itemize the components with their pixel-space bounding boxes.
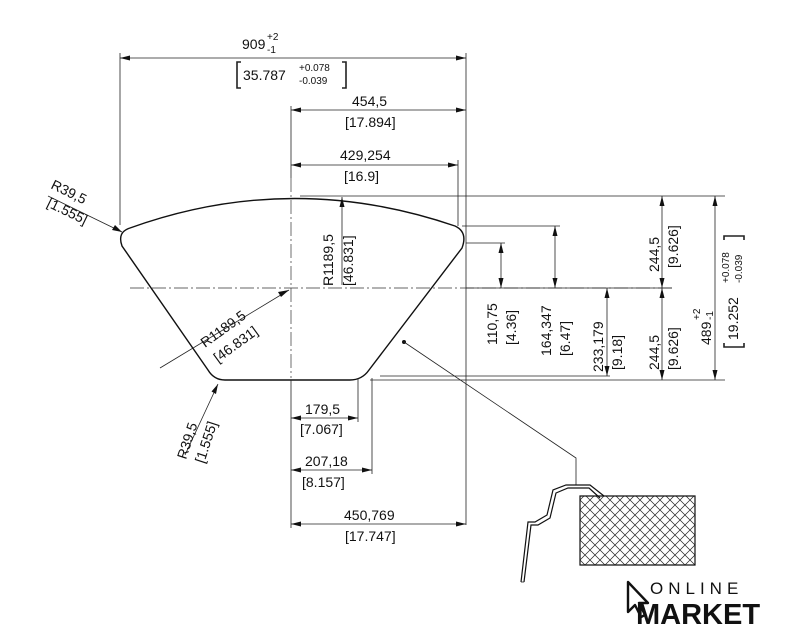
arrow-h-bottom — [712, 370, 718, 380]
arrow-v4b-bottom — [659, 370, 665, 380]
bottom-a-in-label: [7.067] — [300, 421, 343, 437]
v1-label: 110,75 — [484, 303, 500, 345]
overall-width-in-sub: -0.039 — [299, 76, 328, 87]
arc-radius-top-in-label: [46.831] — [340, 235, 356, 286]
logo-line1: ONLINE — [650, 579, 743, 598]
sink-edge-profile — [520, 484, 605, 583]
sink-outline — [119, 197, 465, 381]
arrow-v4b-top — [659, 288, 665, 298]
overall-height-sup: +2 — [692, 308, 703, 320]
arrow-v3-bottom — [604, 366, 610, 376]
bottom-width-in-label: [17.747] — [345, 528, 396, 544]
v2-label: 164,347 — [538, 305, 554, 356]
v1-in-label: [4.36] — [503, 310, 519, 345]
arrow-v1-top — [498, 243, 504, 253]
half-width-in-label: [17.894] — [345, 114, 396, 130]
overall-height-in-sup: +0.078 — [721, 252, 732, 283]
arrow-half-left — [291, 107, 301, 113]
corner-radius-bottom-leader — [184, 383, 219, 456]
v4-bottom-label: 244,5 — [646, 335, 662, 370]
cursor-icon — [626, 580, 650, 619]
overall-width-in-label: 35.787 — [243, 67, 286, 83]
overall-width-sub: -1 — [267, 45, 276, 56]
v3-label: 233,179 — [590, 321, 606, 372]
worktop-section — [579, 495, 696, 566]
bracket-left — [236, 61, 241, 89]
v4-top-in-label: [9.626] — [665, 225, 681, 268]
arrow-v2-top — [552, 226, 558, 236]
arrow-corner-top — [112, 225, 122, 232]
corner-radius-top-leader — [47, 195, 123, 233]
v4-top-label: 244,5 — [646, 237, 662, 272]
v3-in-label: [9.18] — [609, 335, 625, 370]
overall-height-label: 489 — [698, 321, 714, 345]
half-width-label: 454,5 — [352, 93, 387, 109]
arrow-bw-right — [456, 521, 466, 527]
overall-height-in-label: 19.252 — [725, 297, 741, 340]
arrow-right — [456, 55, 466, 61]
arrow-bb-right — [362, 467, 372, 473]
bracket-height-bottom — [723, 343, 745, 348]
arrow-left — [120, 55, 130, 61]
bottom-a-label: 179,5 — [305, 401, 340, 417]
arrow-corner-bottom — [211, 384, 218, 394]
section-leader — [403, 341, 577, 485]
online-market-logo: ONLINE MARKET — [626, 579, 760, 631]
bottom-width-label: 450,769 — [344, 507, 395, 523]
arrow-bb-left — [291, 467, 301, 473]
arrow-v4t-top — [659, 196, 665, 206]
arrow-half-right — [456, 107, 466, 113]
arrow-arc-left — [278, 290, 289, 297]
overall-width-sup: +2 — [267, 32, 279, 43]
arc-radius-left-leader — [159, 289, 290, 369]
inner-width-label: 429,254 — [340, 147, 391, 163]
logo-line2: MARKET — [636, 599, 760, 631]
arrow-inner-left — [291, 162, 301, 168]
v2-in-label: [6.47] — [557, 321, 573, 356]
overall-height-sub: -1 — [705, 311, 716, 320]
arrow-v1-bottom — [498, 278, 504, 288]
inner-width-in-label: [16.9] — [344, 168, 379, 184]
overall-width-label: 909 — [242, 36, 266, 52]
bracket-height-top — [723, 235, 745, 240]
v4-bottom-in-label: [9.626] — [665, 327, 681, 370]
arrow-v4t-bottom — [659, 278, 665, 288]
arrow-ba-left — [291, 415, 301, 421]
arrow-v2-bottom — [552, 278, 558, 288]
arrow-inner-right — [448, 162, 458, 168]
arrow-bw-left — [291, 521, 301, 527]
arrow-arc-top — [339, 197, 345, 207]
arrow-ba-right — [348, 415, 358, 421]
bottom-b-label: 207,18 — [305, 453, 348, 469]
arc-radius-top-label: R1189,5 — [320, 234, 336, 286]
bracket-right — [342, 61, 347, 89]
overall-height-in-sub: -0.039 — [734, 254, 745, 283]
overall-width-in-sup: +0.078 — [299, 63, 330, 74]
arrow-h-top — [712, 196, 718, 206]
arrow-v3-top — [604, 288, 610, 298]
bottom-b-in-label: [8.157] — [302, 474, 345, 490]
